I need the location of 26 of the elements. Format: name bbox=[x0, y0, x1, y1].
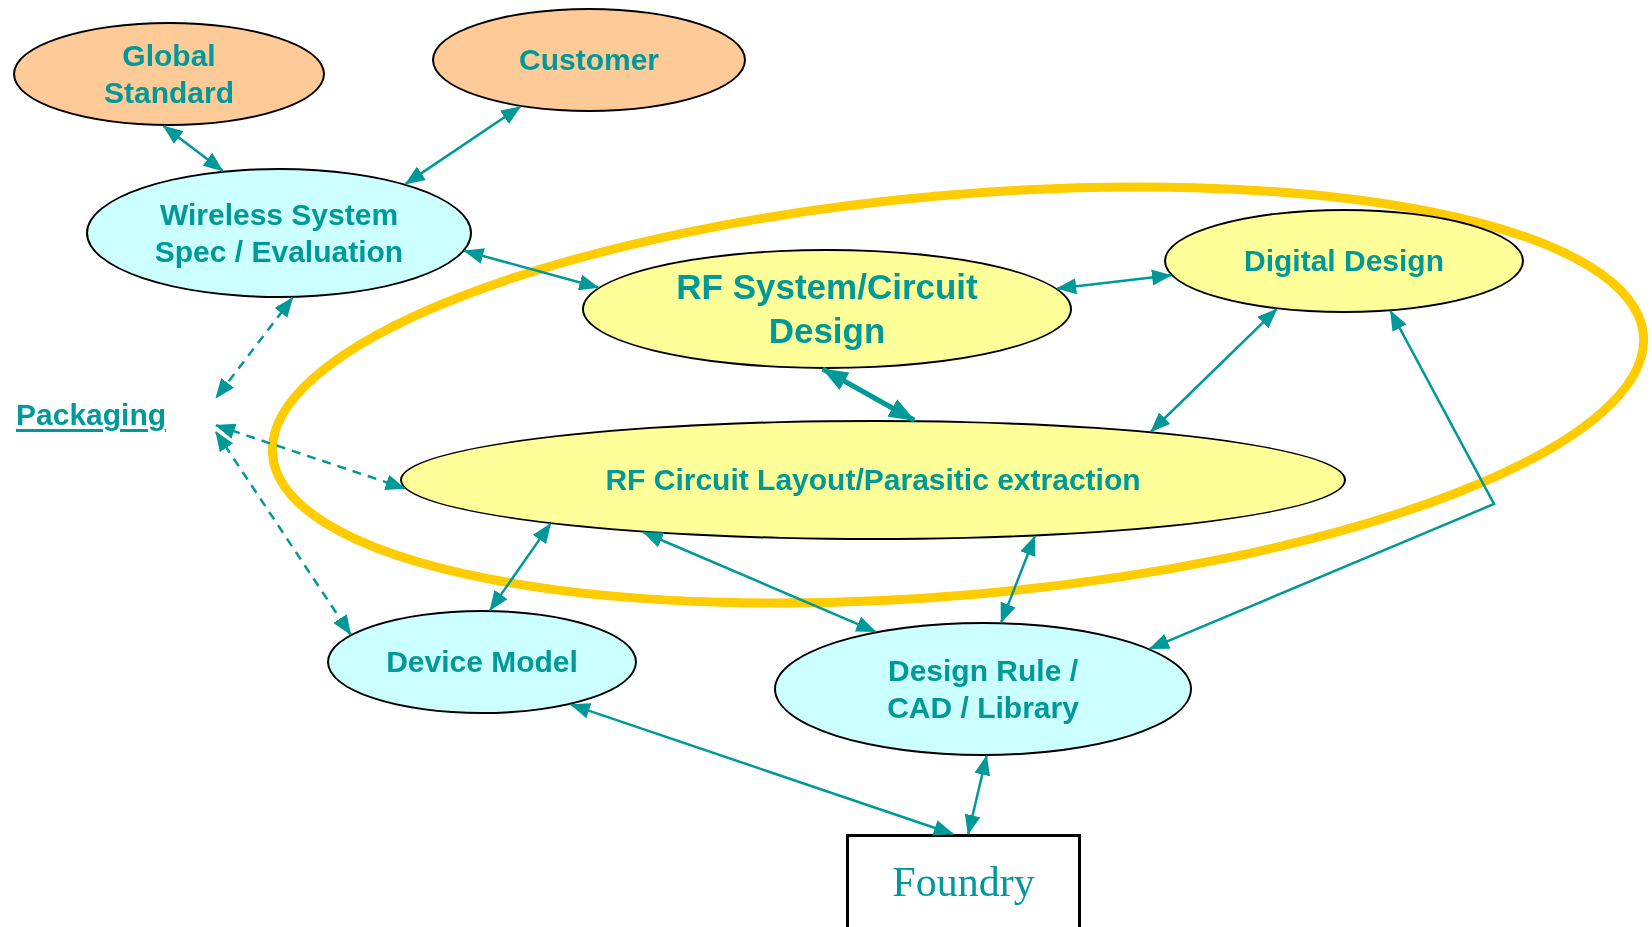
node-label: Global Standard bbox=[103, 37, 235, 111]
arrow bbox=[1149, 310, 1496, 650]
node-label: RF System/Circuit Design bbox=[675, 266, 979, 352]
arrow bbox=[1150, 308, 1278, 433]
dashed-arrow bbox=[215, 423, 406, 490]
node-label: Design Rule / CAD / Library bbox=[886, 652, 1080, 726]
process-box bbox=[846, 834, 1081, 927]
arrow bbox=[1000, 535, 1036, 624]
node-label: Customer bbox=[519, 42, 659, 79]
dashed-arrow bbox=[214, 431, 352, 636]
arrow bbox=[964, 755, 990, 835]
node-label: Foundry bbox=[892, 857, 1035, 907]
node-label: Wireless System Spec / Evaluation bbox=[153, 196, 405, 270]
arrow bbox=[162, 125, 224, 172]
node-label: Packaging bbox=[16, 397, 167, 434]
arrow bbox=[463, 248, 600, 291]
node-label: Digital Design bbox=[1244, 243, 1444, 280]
node-label: RF Circuit Layout/Parasitic extraction bbox=[605, 462, 1141, 499]
dashed-arrow bbox=[215, 297, 294, 399]
arrow bbox=[1056, 269, 1172, 295]
arrow bbox=[404, 105, 522, 185]
arrow bbox=[569, 703, 954, 836]
arrow bbox=[642, 531, 877, 633]
arrow bbox=[821, 366, 916, 423]
arrow bbox=[489, 523, 552, 611]
node-label: Device Model bbox=[386, 644, 578, 681]
